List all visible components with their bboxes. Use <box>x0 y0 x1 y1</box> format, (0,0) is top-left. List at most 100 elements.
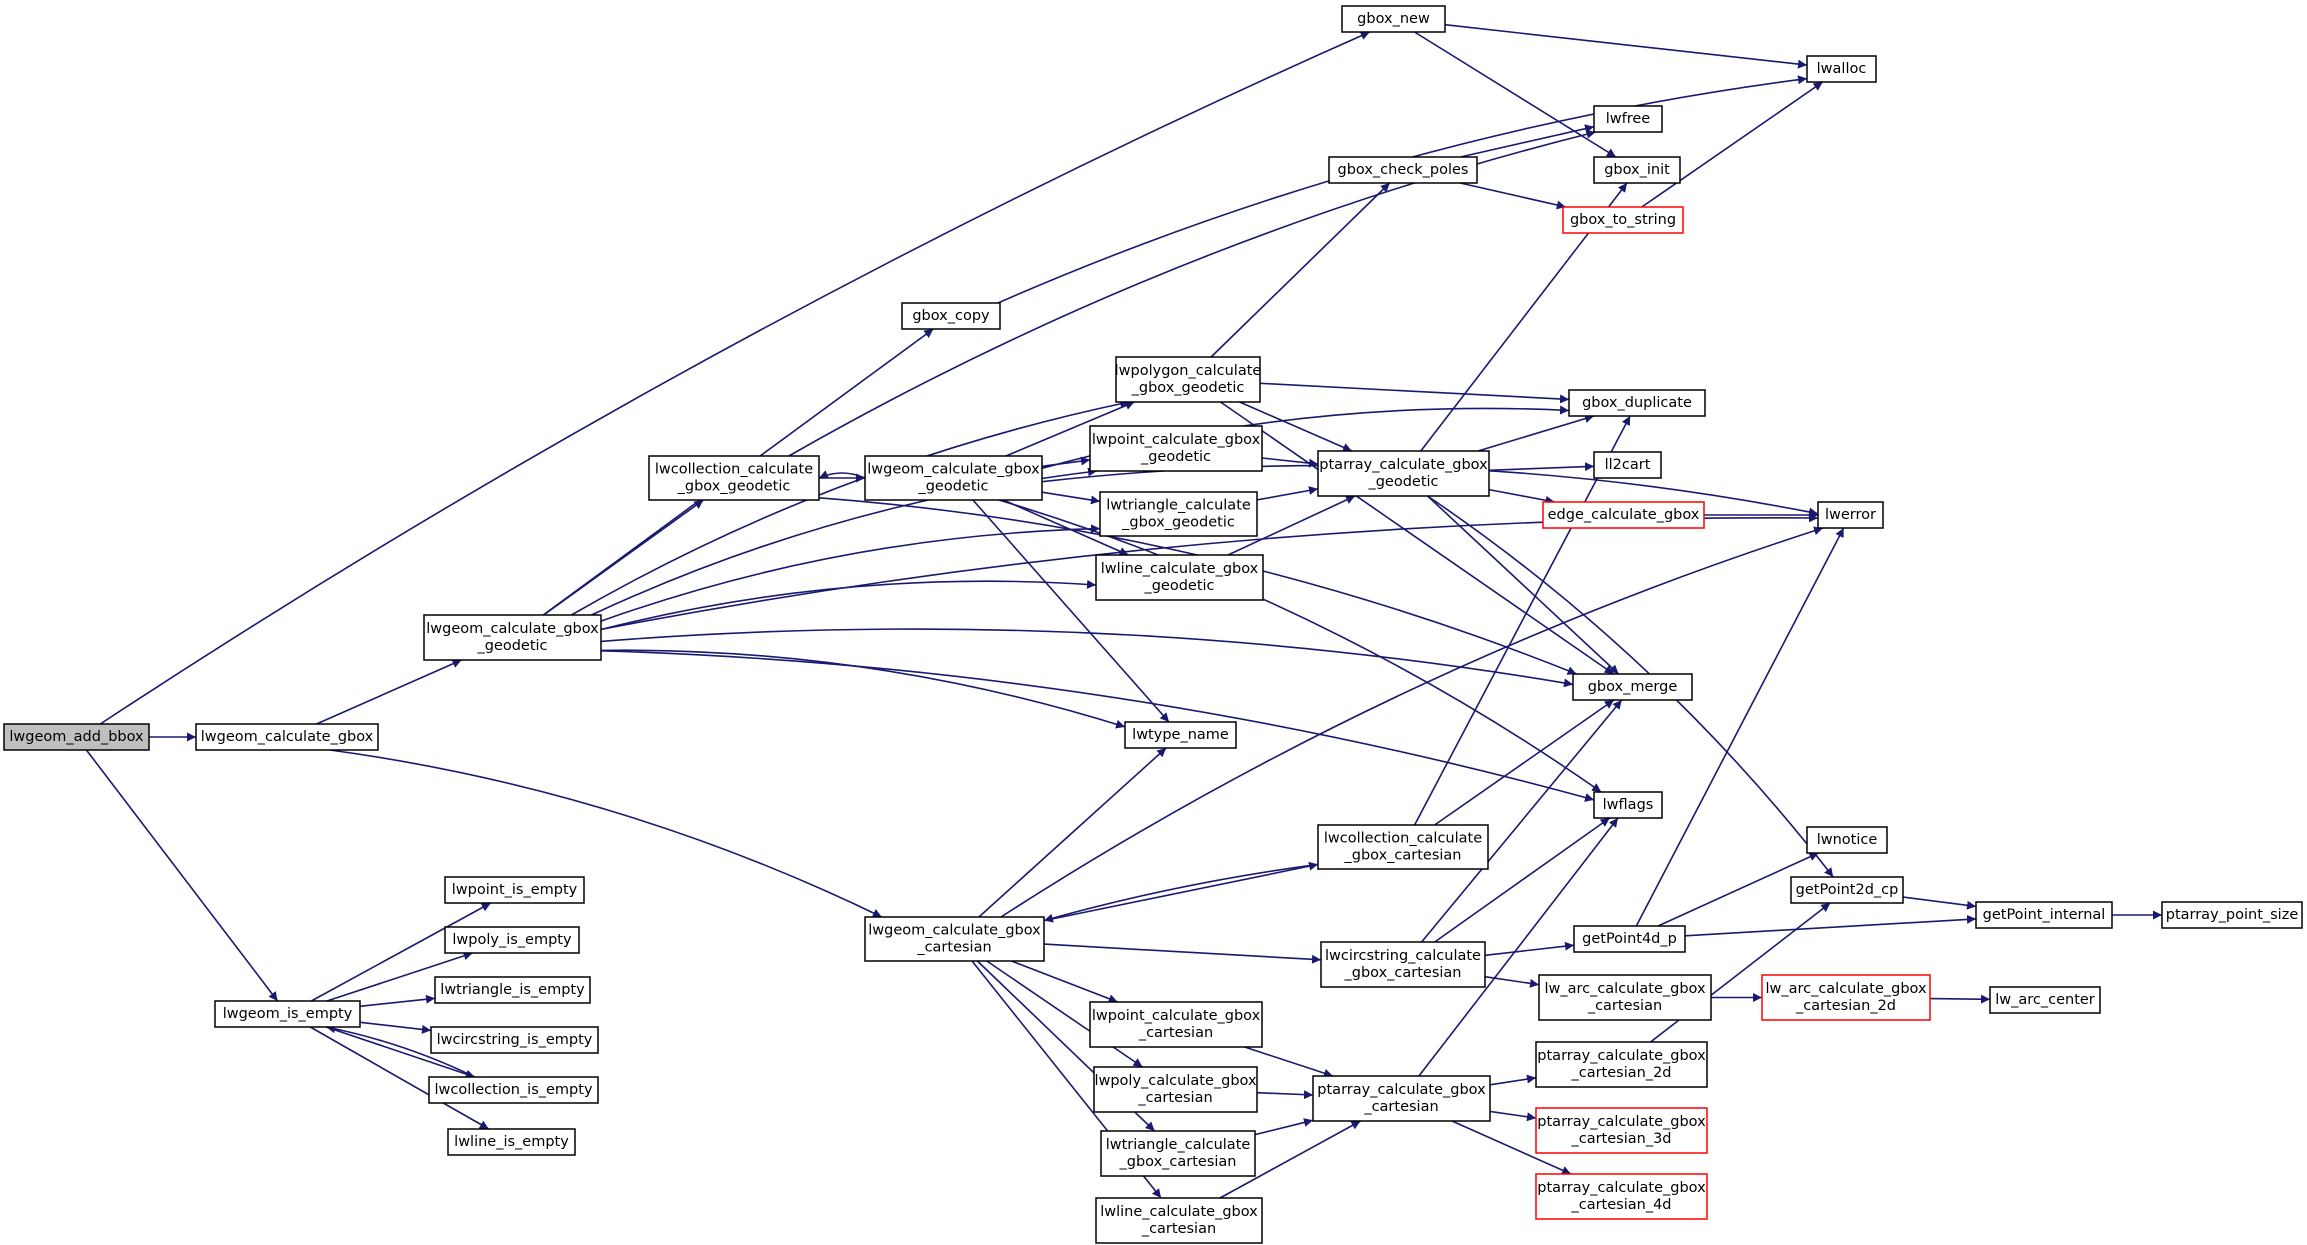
node-label: _cartesian <box>1363 1099 1438 1115</box>
node-box <box>1761 974 1931 1021</box>
node-label: lwline_is_empty <box>454 1134 569 1150</box>
node-lwtriangle_calculate_gbox_geodetic[interactable]: lwtriangle_calculate_gbox_geodetic <box>1099 491 1258 537</box>
node-lwgeom_is_empty[interactable]: lwgeom_is_empty <box>214 1000 361 1028</box>
node-box <box>1093 1066 1258 1113</box>
node-ptarray_calculate_gbox_geodetic[interactable]: ptarray_calculate_gbox_geodetic <box>1317 450 1490 497</box>
node-box <box>1099 491 1258 537</box>
node-lwpoint_is_empty[interactable]: lwpoint_is_empty <box>444 876 585 904</box>
node-ptarray_calculate_gbox_cartesian_3d[interactable]: ptarray_calculate_gbox_cartesian_3d <box>1535 1107 1708 1154</box>
node-lwpoly_calculate_gbox_cartesian[interactable]: lwpoly_calculate_gbox_cartesian <box>1093 1066 1258 1113</box>
edge-ptarray_calculate_gbox_geodetic-to-ll2cart <box>1488 462 1595 472</box>
node-lw_arc_calculate_gbox_cartesian[interactable]: lw_arc_calculate_gbox_cartesian <box>1538 974 1712 1021</box>
node-getPoint_internal[interactable]: getPoint_internal <box>1975 901 2113 929</box>
edge-ptarray_calculate_gbox_geodetic-to-gbox_duplicate <box>1477 414 1595 452</box>
node-lwline_calculate_gbox_cartesian[interactable]: lwline_calculate_gbox_cartesian <box>1095 1197 1263 1244</box>
node-box <box>1317 450 1490 497</box>
node-label: lwpolygon_calculate <box>1115 363 1262 379</box>
edge-lwpoint_calculate_gbox_cartesian-to-ptarray_calculate_gbox_cartesian <box>1244 1046 1334 1078</box>
edge-gbox_check_poles-to-lwfree <box>1460 124 1595 158</box>
edge-lwgeom_is_empty-to-lwpoly_is_empty <box>326 951 473 1002</box>
node-box <box>1089 425 1263 472</box>
node-edge_calculate_gbox[interactable]: edge_calculate_gbox <box>1542 501 1705 529</box>
node-ptarray_calculate_gbox_cartesian_4d[interactable]: ptarray_calculate_gbox_cartesian_4d <box>1535 1173 1708 1220</box>
node-gbox_to_string[interactable]: gbox_to_string <box>1562 206 1684 234</box>
node-label: lwline_calculate_gbox <box>1100 1204 1258 1220</box>
node-box <box>1095 554 1264 601</box>
edge-lwgeom_calculate_gbox_cartesian-to-lwerror <box>1000 526 1824 918</box>
node-lwtriangle_is_empty[interactable]: lwtriangle_is_empty <box>434 976 591 1004</box>
node-lwpoly_is_empty[interactable]: lwpoly_is_empty <box>444 926 580 954</box>
node-gbox_init[interactable]: gbox_init <box>1593 156 1681 184</box>
node-lwflags[interactable]: lwflags <box>1593 791 1663 819</box>
node-lwcollection_calculate_gbox_geodetic[interactable]: lwcollection_calculate_gbox_geodetic <box>648 455 820 501</box>
node-ptarray_calculate_gbox_cartesian_2d[interactable]: ptarray_calculate_gbox_cartesian_2d <box>1535 1041 1708 1088</box>
edge-gbox_check_poles-to-gbox_to_string <box>1460 182 1566 210</box>
node-gbox_copy[interactable]: gbox_copy <box>901 302 1001 330</box>
edge-lwgeom_calculate_gbox_geodetic-to-lwtype_name <box>600 649 1126 729</box>
node-box <box>1535 1107 1708 1154</box>
node-label: _geodetic <box>1140 449 1211 465</box>
node-lwcircstring_calculate_gbox_cartesian[interactable]: lwcircstring_calculate_gbox_cartesian <box>1320 941 1486 988</box>
node-lwpolygon_calculate_gbox_geodetic[interactable]: lwpolygon_calculate_gbox_geodetic <box>1115 356 1262 403</box>
node-label: lw_arc_center <box>1995 992 2095 1008</box>
edge-getPoint4d_p-to-lwerror <box>1635 527 1845 927</box>
node-box <box>1095 1197 1263 1244</box>
node-lw_arc_center[interactable]: lw_arc_center <box>1989 986 2101 1014</box>
node-ptarray_point_size[interactable]: ptarray_point_size <box>2161 901 2303 929</box>
node-box <box>1817 501 1884 529</box>
edge-getPoint4d_p-to-getPoint_internal <box>1684 914 1977 937</box>
node-box <box>1535 1041 1708 1088</box>
node-getPoint2d_cp[interactable]: getPoint2d_cp <box>1790 876 1904 904</box>
node-label: lwtriangle_is_empty <box>440 982 585 998</box>
node-label: _geodetic <box>476 638 547 654</box>
node-lwerror[interactable]: lwerror <box>1817 501 1884 529</box>
edge-lw_arc_calculate_gbox_cartesian_2d-to-lw_arc_center <box>1929 994 1991 1004</box>
edge-lwpoly_calculate_gbox_cartesian-to-ptarray_calculate_gbox_cartesian <box>1256 1090 1314 1100</box>
node-lwline_calculate_gbox_geodetic[interactable]: lwline_calculate_gbox_geodetic <box>1095 554 1264 601</box>
node-label: lwalloc <box>1817 61 1867 77</box>
node-lwtriangle_calculate_gbox_cartesian[interactable]: lwtriangle_calculate_gbox_cartesian <box>1100 1130 1256 1177</box>
node-lwalloc[interactable]: lwalloc <box>1806 55 1877 83</box>
node-label: lwcircstring_calculate <box>1325 948 1481 964</box>
node-label: _cartesian <box>1137 1090 1212 1106</box>
node-lw_arc_calculate_gbox_cartesian_2d[interactable]: lw_arc_calculate_gbox_cartesian_2d <box>1761 974 1931 1021</box>
edge-lwgeom_add_bbox-to-gbox_new <box>99 31 1371 725</box>
edge-lwgeom_calculate_gbox-to-lwgeom_calculate_gbox_geodetic <box>316 659 462 725</box>
node-label: _cartesian <box>916 940 991 956</box>
node-lwpoint_calculate_gbox_geodetic[interactable]: lwpoint_calculate_gbox_geodetic <box>1089 425 1263 472</box>
node-box <box>1312 1075 1491 1122</box>
node-lwcollection_calculate_gbox_cartesian[interactable]: lwcollection_calculate_gbox_cartesian <box>1317 824 1489 870</box>
node-lwcircstring_is_empty[interactable]: lwcircstring_is_empty <box>430 1026 599 1054</box>
node-lwcollection_is_empty[interactable]: lwcollection_is_empty <box>428 1076 599 1104</box>
node-getPoint4d_p[interactable]: getPoint4d_p <box>1573 925 1686 953</box>
node-gbox_merge[interactable]: gbox_merge <box>1572 673 1693 701</box>
node-lwtype_name[interactable]: lwtype_name <box>1124 721 1237 749</box>
node-gbox_new[interactable]: gbox_new <box>1341 5 1446 33</box>
node-ptarray_calculate_gbox_cartesian[interactable]: ptarray_calculate_gbox_cartesian <box>1312 1075 1491 1122</box>
node-lwfree[interactable]: lwfree <box>1593 105 1663 133</box>
node-lwgeom_calculate_gbox_cartesian[interactable]: lwgeom_calculate_gbox_cartesian <box>864 916 1045 962</box>
node-box <box>1989 986 2101 1014</box>
edge-lwgeom_calculate_gbox_geodetic-to-gbox_merge <box>600 628 1574 688</box>
node-lwpoint_calculate_gbox_cartesian[interactable]: lwpoint_calculate_gbox_cartesian <box>1089 1001 1263 1048</box>
node-lwgeom_add_bbox[interactable]: lwgeom_add_bbox <box>3 723 150 751</box>
node-label: _gbox_cartesian <box>1344 965 1462 981</box>
node-label: _gbox_geodetic <box>677 479 791 495</box>
node-box <box>1124 721 1237 749</box>
node-lwline_is_empty[interactable]: lwline_is_empty <box>447 1128 576 1156</box>
node-gbox_check_poles[interactable]: gbox_check_poles <box>1328 156 1478 184</box>
node-lwnotice[interactable]: lwnotice <box>1806 826 1888 854</box>
node-gbox_duplicate[interactable]: gbox_duplicate <box>1568 389 1706 417</box>
node-label: lwgeom_is_empty <box>223 1006 353 1022</box>
node-lwgeom_calculate_gbox_geodetic[interactable]: lwgeom_calculate_gbox_geodetic <box>423 614 602 661</box>
node-lwgeom_calculate_gbox_geodetic_inner[interactable]: lwgeom_calculate_gbox_geodetic <box>864 455 1043 501</box>
node-ll2cart[interactable]: ll2cart <box>1593 451 1662 479</box>
edge-ptarray_calculate_gbox_cartesian-to-ptarray_calculate_gbox_cartesian_4d <box>1451 1120 1572 1175</box>
node-lwgeom_calculate_gbox[interactable]: lwgeom_calculate_gbox <box>195 723 379 751</box>
node-box <box>423 614 602 661</box>
node-label: _cartesian_2d <box>1570 1065 1671 1081</box>
node-box <box>447 1128 576 1156</box>
node-box <box>1317 824 1489 870</box>
edge-lwgeom_is_empty-to-lwline_is_empty <box>309 1026 490 1130</box>
